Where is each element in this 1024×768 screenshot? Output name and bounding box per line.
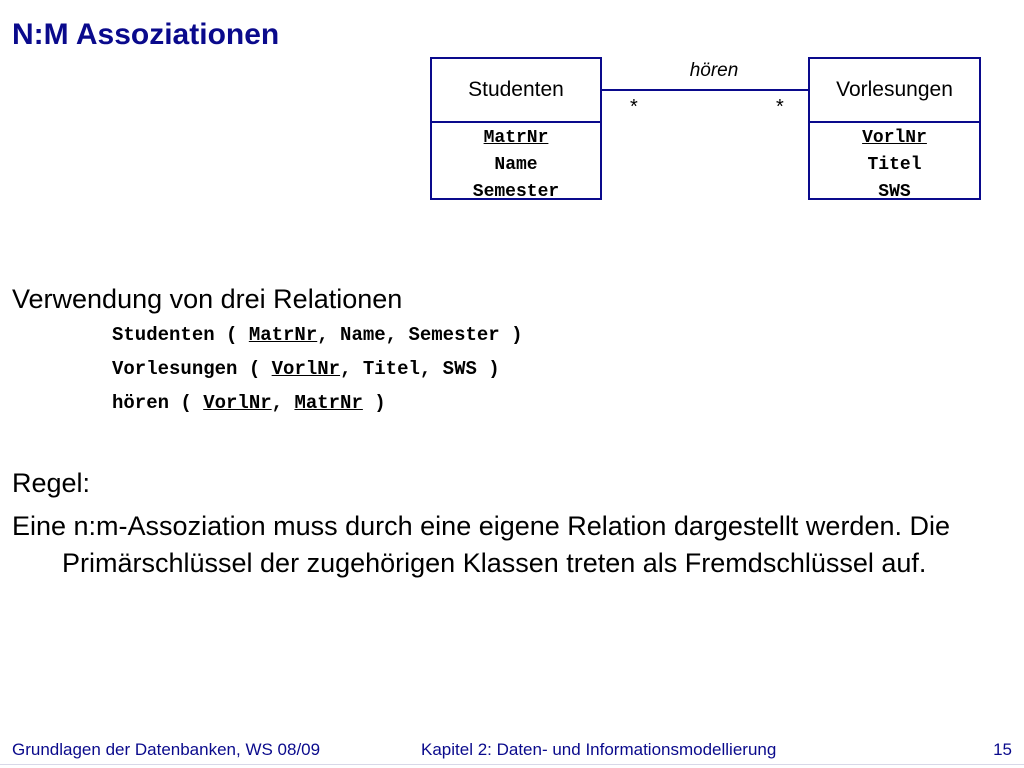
class-name: Studenten xyxy=(432,59,600,123)
footer-chapter: Kapitel 2: Daten- und Informationsmodell… xyxy=(421,740,777,759)
relation-prefix: hören ( xyxy=(112,392,204,414)
class-name: Vorlesungen xyxy=(810,59,979,123)
class-attributes: VorlNr Titel SWS xyxy=(810,123,979,206)
uml-class-studenten: Studenten MatrNr Name Semester xyxy=(430,57,602,202)
usage-heading: Verwendung von drei Relationen xyxy=(12,284,403,314)
rule-heading: Regel: xyxy=(12,468,91,498)
attribute-primary-key: MatrNr xyxy=(483,128,549,148)
multiplicity-right: * xyxy=(776,96,784,118)
association-line xyxy=(602,89,808,91)
relation-schema-hoeren: hören ( VorlNr, MatrNr ) xyxy=(112,391,386,415)
relation-separator: , xyxy=(271,392,295,414)
footer-divider xyxy=(0,764,1024,765)
relation-schema-vorlesungen: Vorlesungen ( VorlNr, Titel, SWS ) xyxy=(112,357,500,381)
relation-key: VorlNr xyxy=(271,358,341,380)
attribute: Titel xyxy=(867,155,922,175)
attribute: Name xyxy=(494,155,538,175)
relation-prefix: Studenten ( xyxy=(112,324,249,346)
association-name: hören xyxy=(689,60,739,81)
relation-prefix: Vorlesungen ( xyxy=(112,358,272,380)
relation-schema-studenten: Studenten ( MatrNr, Name, Semester ) xyxy=(112,323,522,347)
relation-rest: ) xyxy=(362,392,386,414)
footer-course: Grundlagen der Datenbanken, WS 08/09 xyxy=(12,740,321,759)
relation-key: MatrNr xyxy=(294,392,363,414)
relation-key: VorlNr xyxy=(203,392,272,414)
multiplicity-left: * xyxy=(630,96,638,118)
relation-rest: , Name, Semester ) xyxy=(317,324,523,346)
attribute: SWS xyxy=(878,182,911,202)
footer-page-number: 15 xyxy=(993,740,1012,759)
rule-text: Eine n:m-Assoziation muss durch eine eig… xyxy=(12,511,950,578)
uml-class-vorlesungen: Vorlesungen VorlNr Titel SWS xyxy=(808,57,981,202)
attribute: Semester xyxy=(472,182,560,202)
relation-rest: , Titel, SWS ) xyxy=(340,358,500,380)
relation-key: MatrNr xyxy=(248,324,318,346)
class-attributes: MatrNr Name Semester xyxy=(432,123,600,206)
slide-title: N:M Assoziationen xyxy=(12,18,280,51)
attribute-primary-key: VorlNr xyxy=(862,128,927,148)
